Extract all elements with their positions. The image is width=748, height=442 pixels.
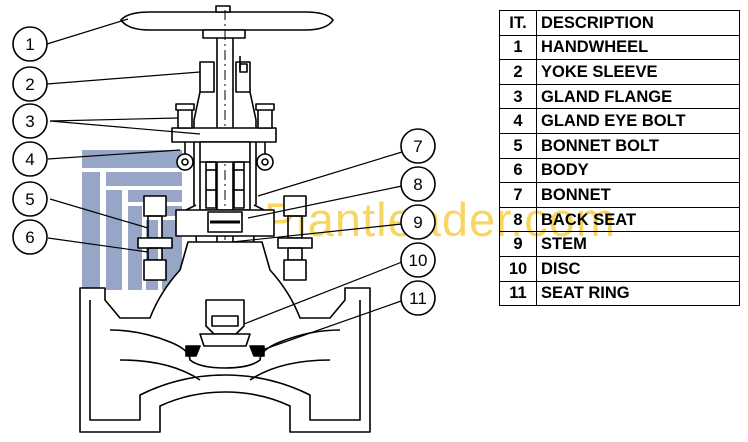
- balloon-label: 8: [413, 175, 422, 194]
- leader-lines: [46, 18, 405, 351]
- item-number: 11: [499, 280, 537, 307]
- globe-valve-drawing: 1 2 3 4 5 6 7 8 9 10 11: [12, 5, 436, 433]
- item-description: GLAND EYE BOLT: [536, 108, 740, 134]
- column-header-it: IT.: [499, 10, 537, 36]
- item-description: HANDWHEEL: [536, 34, 740, 61]
- item-number: 10: [499, 255, 537, 282]
- balloon-1: 1: [12, 26, 48, 62]
- column-header-description: DESCRIPTION: [536, 10, 740, 36]
- table-header-row: IT. DESCRIPTION: [499, 10, 740, 36]
- balloon-5: 5: [12, 181, 48, 217]
- item-number: 1: [499, 34, 537, 61]
- balloon-7: 7: [400, 128, 436, 164]
- yoke-sleeve: [199, 56, 251, 93]
- balloon-11: 11: [400, 280, 436, 316]
- item-number: 3: [499, 83, 537, 110]
- balloon-label: 1: [25, 35, 34, 54]
- item-number: 8: [499, 206, 537, 233]
- bonnet-bolt-right: [277, 195, 313, 281]
- item-number: 9: [499, 231, 537, 257]
- item-description: BODY: [536, 157, 740, 184]
- balloon-10: 10: [400, 242, 436, 278]
- disc: [199, 299, 251, 347]
- balloon-label: 2: [25, 75, 34, 94]
- item-description: STEM: [536, 231, 740, 257]
- item-number: 7: [499, 182, 537, 208]
- item-description: DISC: [536, 255, 740, 282]
- item-number: 4: [499, 108, 537, 134]
- balloon-label: 10: [409, 251, 428, 270]
- balloon-9: 9: [400, 204, 436, 240]
- item-description: BONNET: [536, 182, 740, 208]
- balloon-label: 9: [413, 213, 422, 232]
- balloon-4: 4: [12, 141, 48, 177]
- balloon-6: 6: [12, 219, 48, 255]
- balloon-label: 6: [25, 228, 34, 247]
- balloon-3: 3: [12, 103, 48, 139]
- balloon-8: 8: [400, 166, 436, 202]
- item-description: SEAT RING: [536, 280, 740, 307]
- balloon-label: 7: [413, 137, 422, 156]
- balloon-label: 4: [25, 150, 34, 169]
- seat-ring: [185, 345, 265, 357]
- item-number: 2: [499, 59, 537, 85]
- gland-eye-bolts: [176, 142, 274, 171]
- handwheel: [120, 5, 334, 39]
- item-description: BACK SEAT: [536, 206, 740, 233]
- balloon-2: 2: [12, 66, 48, 102]
- packing: [199, 161, 251, 211]
- item-description: BONNET BOLT: [536, 132, 740, 159]
- balloon-label: 11: [409, 289, 427, 308]
- balloon-label: 3: [25, 112, 34, 131]
- balloon-label: 5: [25, 190, 34, 209]
- item-number: 6: [499, 157, 537, 184]
- item-description: GLAND FLANGE: [536, 83, 740, 110]
- bonnet-bolt-left: [137, 195, 173, 281]
- item-number: 5: [499, 132, 537, 159]
- item-description: YOKE SLEEVE: [536, 59, 740, 85]
- gland-flange: [171, 103, 277, 163]
